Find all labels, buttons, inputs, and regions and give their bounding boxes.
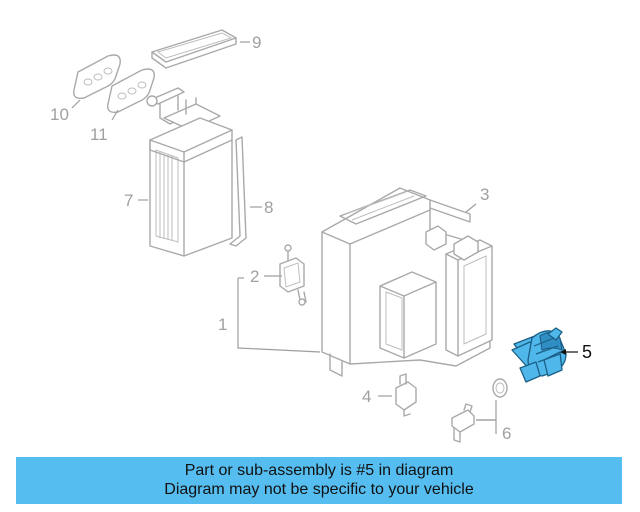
callout-4: 4 [362,387,371,406]
part-8-seal-strip [229,136,247,247]
banner-line-1: Part or sub-assembly is #5 in diagram [184,462,454,479]
callout-6: 6 [502,424,511,443]
leader-lines [71,41,578,434]
callout-labels: 9 10 11 7 8 3 2 1 4 6 5 [50,33,592,443]
callout-10: 10 [50,105,69,124]
part-7-heater-core [149,117,233,257]
callout-7: 7 [124,191,133,210]
callout-5: 5 [582,342,592,362]
part-5-highlighted [511,327,567,383]
callout-8: 8 [264,198,273,217]
callout-3: 3 [480,185,489,204]
info-banner: Part or sub-assembly is #5 in diagram Di… [16,457,622,504]
callout-2: 2 [250,267,259,286]
part-2-actuator [279,244,307,306]
callout-11: 11 [90,125,108,144]
part-9-gasket [151,29,237,69]
part-6-sensor [451,378,508,443]
part-10-seal [73,54,121,100]
part-4-clip [395,373,417,417]
heater-core-pipes [146,87,221,131]
part-1-heater-case [321,187,493,377]
part-11-seal [107,68,155,114]
callout-9: 9 [252,33,261,52]
banner-line-2: Diagram may not be specific to your vehi… [164,481,474,498]
callout-1: 1 [218,315,227,334]
